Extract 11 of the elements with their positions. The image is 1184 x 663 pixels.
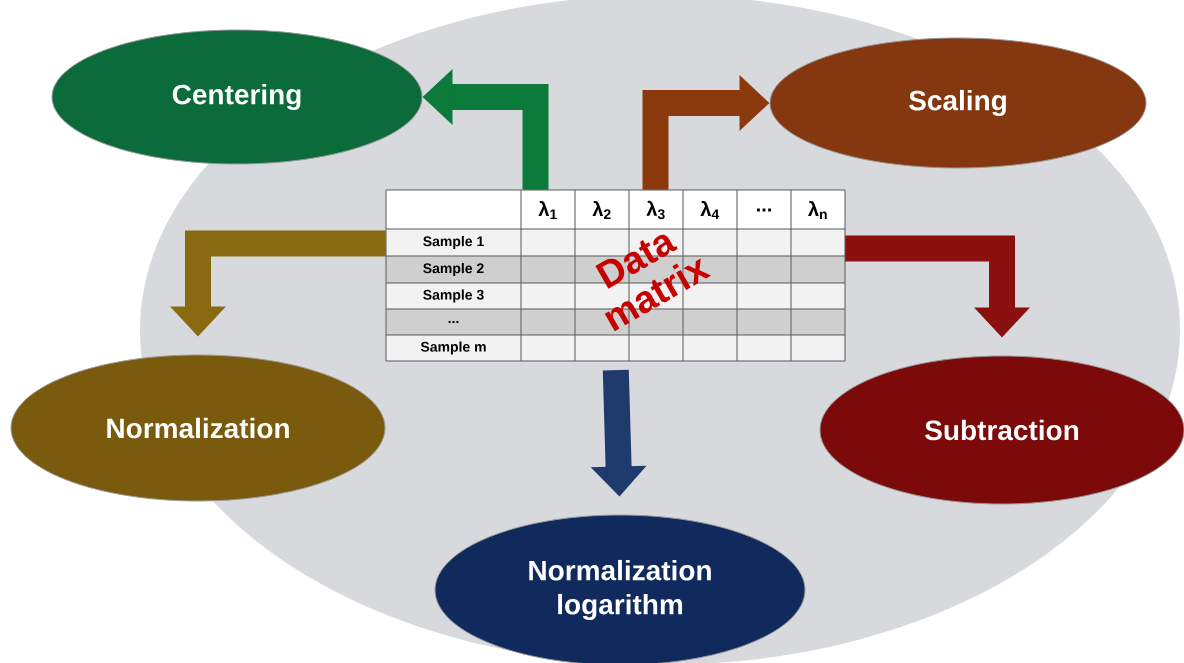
column-header: λ$_{2}$ [592,200,611,220]
column-header: λ$_{n}$ [808,200,827,220]
row-header: ... [448,320,459,324]
row-header: Sample 2 [423,262,484,276]
column-header: ... [757,208,771,212]
row-header: Sample 1 [423,235,484,249]
column-header: λ$_{3}$ [646,200,665,220]
row-header: Sample m [420,341,486,355]
column-header: λ$_{1}$ [538,200,557,220]
row-header: Sample 3 [423,289,484,303]
column-header: λ$_{4}$ [700,200,720,220]
